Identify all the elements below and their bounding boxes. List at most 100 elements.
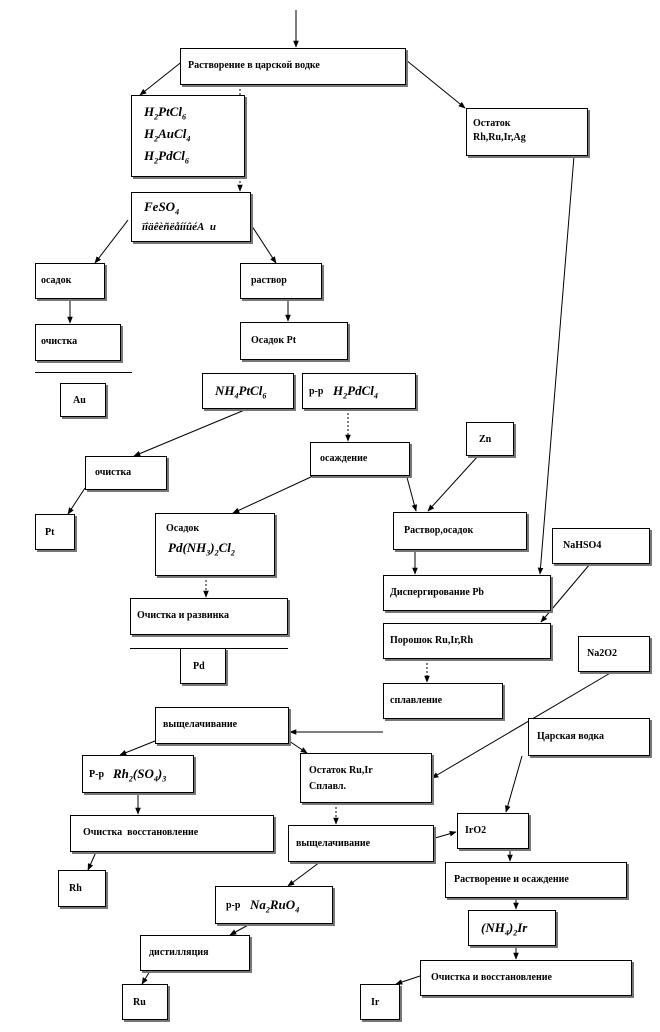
ru-ir-residue-label: Остаток Ru,Ir: [309, 765, 373, 776]
ru-ir-residue-box: Остаток Ru,Ir Сплавл.: [300, 753, 432, 803]
au-product-label: Au: [73, 395, 86, 406]
rh-solution-box: Р-р Rh2(SO4)3: [82, 755, 194, 793]
to-solution-precip-arrow-1: [404, 469, 418, 512]
nh4-ir-formula: (NH4)2Ir: [481, 920, 528, 938]
rh-solution-prefix: Р-р: [89, 769, 104, 780]
pd-solution-box: р-р H2PdCl4: [302, 373, 416, 409]
pd-purification-box: Очистка и развинка: [130, 598, 288, 635]
rh-purification-box: Очистка восстановление: [70, 815, 274, 852]
to-residue-arrow: [405, 59, 466, 109]
pb-dispersion-box: Диспергирование Pb: [383, 575, 551, 611]
to-ru-solution-arrow: [287, 861, 321, 887]
dissolution-precipitation-box: Растворение и осаждение: [445, 862, 627, 898]
leaching-to-iro2-arrow: [434, 831, 457, 839]
residue-label: Остаток: [473, 118, 511, 129]
purification-pt-box: очистка: [85, 456, 167, 490]
ir-product-label: Ir: [371, 997, 380, 1008]
pb-dispersion-label: Диспергирование Pb: [390, 587, 484, 598]
purification-pt-label: очистка: [95, 467, 132, 478]
ir-purification-label: Очистка и восстановление: [431, 972, 552, 983]
leaching-2-box: выщелачивание: [288, 825, 434, 862]
to-precipitate-au-arrow: [94, 219, 129, 264]
to-distillation-arrow: [229, 923, 251, 936]
nh4ptcl6-box: NH4PtCl6: [202, 373, 294, 409]
precipitate-au-box: осадок: [35, 263, 105, 299]
ru-solution-prefix: р-р: [226, 900, 241, 911]
distillation-box: дистилляция: [140, 935, 250, 971]
leaching-1-label: выщелачивание: [163, 719, 238, 730]
h2ptcl6-formula: H2PtCl6: [144, 104, 186, 122]
rh-product-label: Rh: [69, 883, 82, 894]
nahso4-arrow: [540, 563, 591, 623]
au-separator-line: [35, 372, 132, 373]
pd-product-label: Pd: [193, 661, 205, 672]
zn-box: Zn: [466, 422, 514, 456]
ru-product-label: Ru: [133, 997, 146, 1008]
ru-product-box: Ru: [122, 984, 168, 1020]
na2o2-box: Na2O2: [578, 636, 650, 672]
precipitation-box: осаждение: [310, 442, 410, 476]
aqua-regia-box: Царская водка: [528, 718, 650, 756]
nahso4-box: NaHSO4: [552, 528, 650, 564]
pd-solution-formula: H2PdCl4: [333, 383, 378, 401]
to-ru-ir-residue-arrow: [288, 740, 308, 754]
rh-product-box: Rh: [58, 870, 106, 907]
dissolution-precipitation-label: Растворение и осаждение: [454, 874, 569, 885]
to-rh-solution-arrow: [119, 740, 156, 756]
to-solution-arrow: [247, 219, 277, 264]
solution-precipitate-box: Раствор,осадок: [393, 512, 527, 550]
h2pdcl6-formula: H2PdCl6: [144, 148, 189, 166]
iro2-label: IrO2: [465, 825, 487, 836]
solution-precipitate-label: Раствор,осадок: [404, 525, 474, 536]
na2o2-arrow: [431, 671, 613, 779]
nh4-ir-box: (NH4)2Ir: [468, 910, 556, 946]
pd-purification-label: Очистка и развинка: [137, 610, 230, 621]
to-species-arrow: [139, 59, 185, 96]
to-pd-precipitate-arrow: [232, 469, 327, 514]
powder-box: Порошок Ru,Ir,Rh: [383, 623, 551, 659]
precipitate-au-label: осадок: [41, 275, 72, 286]
rh-purification-label: Очистка восстановление: [83, 827, 199, 838]
residue-box: Остаток Rh,Ru,Ir,Ag: [466, 108, 588, 156]
to-rh-product-arrow: [87, 851, 97, 871]
ru-ir-residue-sublabel: Сплавл.: [309, 781, 346, 792]
iro2-box: IrO2: [457, 813, 529, 849]
pt-product-label: Pt: [45, 527, 55, 538]
pd-product-box: Pd: [180, 648, 226, 684]
ru-solution-box: р-р Na2RuO4: [215, 886, 333, 924]
powder-label: Порошок Ru,Ir,Rh: [390, 635, 474, 646]
solution-species-box: H2PtCl6 H2AuCl4 H2PdCl6: [131, 95, 245, 177]
to-purification-pt-arrow: [133, 408, 248, 457]
to-pt-product-arrow: [67, 487, 86, 515]
distillation-label: дистилляция: [149, 947, 209, 958]
solution-label: раствор: [251, 275, 287, 286]
ir-purification-box: Очистка и восстановление: [420, 960, 632, 996]
au-product-box: Au: [60, 383, 106, 417]
feso4-box: FeSO4 ïîäêèñëåííûéA u: [131, 192, 251, 242]
ir-product-box: Ir: [360, 984, 400, 1020]
rh-solution-formula: Rh2(SO4)3: [113, 766, 167, 784]
purification-au-box: очистка: [35, 324, 121, 361]
pd-precipitate-title: Осадок: [166, 523, 200, 534]
ru-solution-formula: Na2RuO4: [250, 897, 300, 915]
nahso4-label: NaHSO4: [563, 540, 602, 551]
pd-precipitate-box: Осадок Pd(NH3)2Cl2: [155, 513, 275, 576]
to-ru-product-arrow: [141, 970, 151, 985]
zn-arrow: [427, 455, 479, 512]
aqua-regia-dissolution-box: Растворение в царской водке: [180, 48, 406, 85]
feso4-garbled-text: ïîäêèñëåííûéA u: [142, 221, 216, 233]
residue-down-arrow: [537, 155, 575, 575]
leaching-1-box: выщелачивание: [155, 707, 289, 744]
aqua-regia-to-iro2-arrow: [505, 755, 523, 813]
leaching-2-label: выщелачивание: [296, 838, 371, 849]
h2aucl4-formula: H2AuCl4: [144, 126, 191, 144]
pd-precipitate-formula: Pd(NH3)2Cl2: [168, 540, 235, 558]
feso4-formula: FeSO4: [144, 199, 180, 217]
solution-box: раствор: [240, 263, 322, 299]
na2o2-label: Na2O2: [587, 648, 617, 659]
aqua-regia-label: Царская водка: [537, 731, 605, 742]
precipitation-label: осаждение: [320, 453, 368, 464]
nh4ptcl6-formula: NH4PtCl6: [215, 383, 267, 401]
